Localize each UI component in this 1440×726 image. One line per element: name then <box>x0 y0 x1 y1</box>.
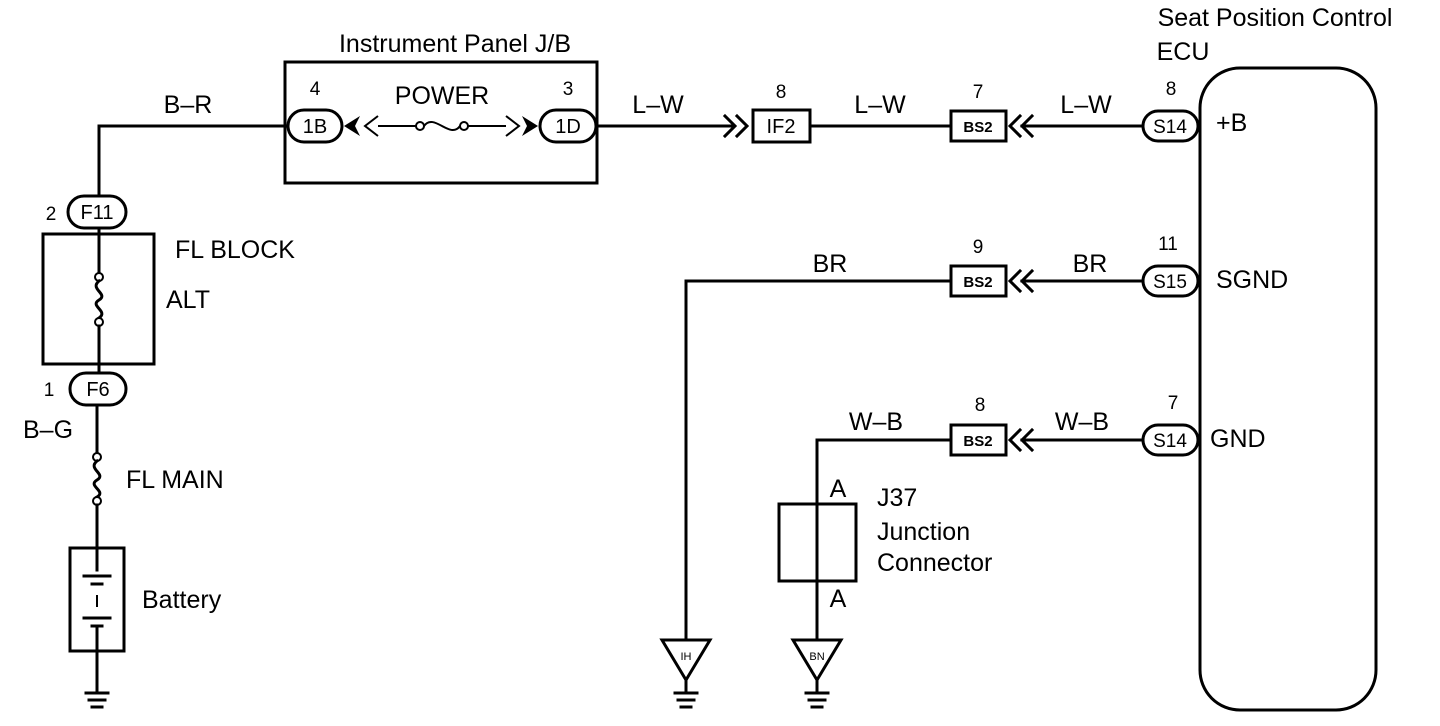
power-fuse-element <box>423 120 461 132</box>
bs2-bot-connector <box>949 423 1008 457</box>
ground-bn-label: BN <box>809 651 824 663</box>
ecu-label-line1: Seat Position Control <box>1158 4 1393 32</box>
power-fuse-label: POWER <box>395 82 489 110</box>
junction-label-line2: Connector <box>877 549 992 577</box>
wire-l-w-1-label: L–W <box>632 91 684 119</box>
ground-ih-label: IH <box>681 651 692 663</box>
fl-main-fuse-element <box>92 458 102 500</box>
bs2-mid-code: BS2 <box>963 274 992 291</box>
ecu-sgnd-pin: 11 <box>1158 234 1178 255</box>
bs2-bot-arrow-2 <box>1019 427 1035 453</box>
wire-l-w-2-label: L–W <box>854 91 906 119</box>
ip-1d-pin: 3 <box>563 79 574 100</box>
bs2-top-arrow-1 <box>1007 113 1023 139</box>
bs2-mid-connector <box>949 264 1008 298</box>
if2-arrow-2 <box>734 113 750 139</box>
f11-pin: 2 <box>46 204 57 225</box>
wire-l-w-3-label: L–W <box>1060 91 1112 119</box>
ecu-label-line2: ECU <box>1157 38 1210 66</box>
j37-top-terminal: A <box>830 475 847 503</box>
instrument-panel-jb-label: Instrument Panel J/B <box>339 30 571 58</box>
ip-1b-arrow-tail <box>363 115 379 137</box>
ecu-body <box>1198 66 1378 712</box>
bs2-mid-arrow-1 <box>1007 268 1023 294</box>
f11-code: F11 <box>81 202 114 224</box>
bs2-mid-pin: 9 <box>973 237 984 258</box>
fl-block-label: FL BLOCK <box>175 236 295 264</box>
ground-ih-symbol <box>659 638 713 683</box>
bs2-top-pin: 7 <box>973 82 984 103</box>
wire-b-r <box>97 124 290 198</box>
if2-arrow-1 <box>722 113 738 139</box>
ecu-gnd-code: S14 <box>1153 431 1187 452</box>
ecu-plus-b-code: S14 <box>1153 117 1187 138</box>
power-fuse-terminal-right <box>459 121 469 131</box>
ip-1d-arrow-tail <box>505 115 521 137</box>
junction-label-line1: Junction <box>877 518 970 546</box>
alt-fuse-element <box>94 278 104 321</box>
ecu-plus-b-pin: 8 <box>1166 79 1177 100</box>
ground-bn-symbol <box>790 638 844 683</box>
ip-1d-code: 1D <box>555 116 581 138</box>
bs2-top-connector <box>949 109 1008 143</box>
f6-code: F6 <box>86 379 109 401</box>
bs2-mid-arrow-2 <box>1019 268 1035 294</box>
bs2-bot-code: BS2 <box>963 433 992 450</box>
power-fuse-terminal-left <box>415 121 425 131</box>
bs2-top-code: BS2 <box>963 119 992 136</box>
ecu-gnd-pin: 7 <box>1168 393 1179 414</box>
battery-label: Battery <box>142 586 222 614</box>
j37-label: J37 <box>877 484 917 512</box>
wire-b-g-label: B–G <box>23 416 73 444</box>
wire-br-2-label: BR <box>1073 250 1108 278</box>
wire-w-b-2-label: W–B <box>1055 408 1109 436</box>
f11-connector <box>66 194 128 230</box>
if2-code: IF2 <box>767 116 796 138</box>
ip-1b-code: 1B <box>303 116 327 138</box>
alt-label: ALT <box>166 286 210 314</box>
wire-b-r-label: B–R <box>164 91 213 119</box>
bs2-bot-pin: 8 <box>975 395 986 416</box>
ip-1d-arrow <box>522 116 538 136</box>
ecu-sgnd-terminal: SGND <box>1216 266 1288 294</box>
if2-pin: 8 <box>776 82 787 103</box>
ecu-gnd-terminal: GND <box>1210 425 1266 453</box>
wire-br-1-label: BR <box>813 250 848 278</box>
ecu-plus-b-connector <box>1141 109 1200 143</box>
wire-w-b-1-label: W–B <box>849 408 903 436</box>
j37-bottom-terminal: A <box>830 585 847 613</box>
ecu-plus-b-terminal: +B <box>1216 109 1247 137</box>
wire-br-1 <box>684 279 953 650</box>
ecu-sgnd-code: S15 <box>1153 272 1187 293</box>
ip-1b-pin: 4 <box>310 79 321 100</box>
bs2-bot-arrow-1 <box>1007 427 1023 453</box>
f6-pin: 1 <box>44 380 55 401</box>
fl-main-label: FL MAIN <box>126 466 224 494</box>
ip-1b-arrow <box>344 116 360 136</box>
